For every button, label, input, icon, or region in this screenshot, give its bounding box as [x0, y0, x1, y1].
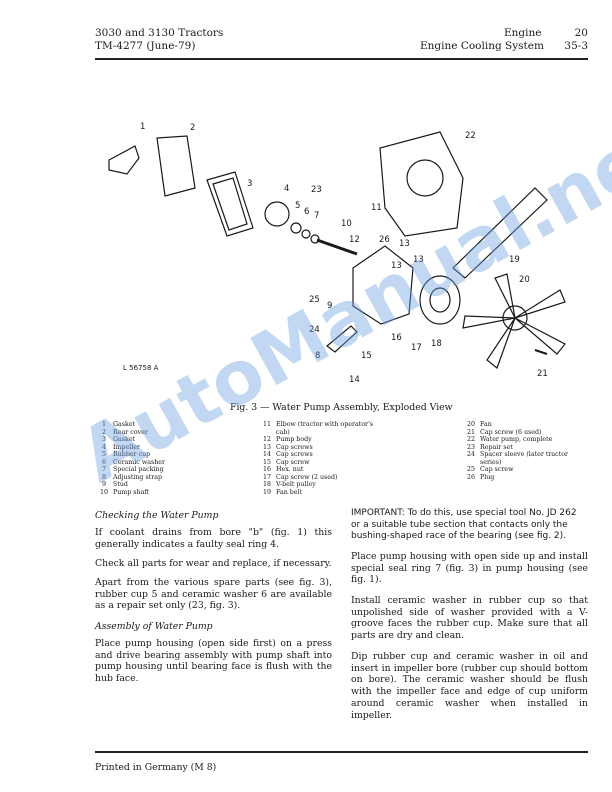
svg-text:5: 5: [295, 201, 300, 211]
body-paragraph: If coolant drains from bore "b" (fig. 1)…: [95, 527, 332, 550]
pump-shaft-part: [316, 238, 358, 256]
svg-text:9: 9: [327, 301, 332, 311]
page-number: 35-3: [564, 40, 588, 52]
water-pump-complete-part: [379, 131, 464, 237]
svg-text:2: 2: [190, 123, 195, 133]
fan-belt-part: [452, 187, 548, 279]
footer-rule: [95, 751, 588, 753]
figure-ref: L 56758 A: [123, 364, 159, 372]
header-right: Engine 20 Engine Cooling System 35-3: [420, 27, 588, 53]
svg-text:11: 11: [371, 203, 382, 213]
footer-print-note: Printed in Germany (M 8): [95, 762, 217, 773]
svg-text:14: 14: [349, 375, 360, 385]
water-pump-exploded-view: 1 2 3 4 5 6 7 23 10 11 12 26 13 13 13 19…: [108, 122, 566, 385]
figure-caption: Fig. 3 — Water Pump Assembly, Exploded V…: [230, 402, 453, 413]
subsection-name: Engine Cooling System: [420, 40, 544, 52]
svg-text:16: 16: [391, 333, 402, 343]
section-name: Engine: [504, 27, 542, 39]
body-paragraph: Apart from the various spare parts (see …: [95, 577, 332, 612]
body-paragraph: Place pump housing (open side first) on …: [95, 638, 332, 685]
svg-text:22: 22: [465, 131, 476, 141]
svg-text:24: 24: [309, 325, 320, 335]
svg-text:3: 3: [247, 179, 252, 189]
important-note: IMPORTANT: To do this, use special tool …: [351, 508, 577, 541]
section-number: 20: [574, 27, 588, 39]
svg-text:21: 21: [537, 369, 548, 379]
manual-number: TM-4277 (June-79): [95, 40, 196, 52]
svg-text:4: 4: [284, 184, 289, 194]
svg-text:1: 1: [140, 122, 145, 132]
svg-text:13: 13: [413, 255, 424, 265]
gasket-part: [206, 171, 254, 237]
svg-text:13: 13: [399, 239, 410, 249]
legend-item: cab): [276, 428, 290, 436]
svg-text:7: 7: [314, 211, 319, 221]
adjusting-strap-part: [326, 325, 358, 353]
svg-text:13: 13: [391, 261, 402, 271]
section-heading: Checking the Water Pump: [95, 510, 219, 521]
svg-text:6: 6: [304, 207, 309, 217]
svg-text:25: 25: [309, 295, 320, 305]
body-paragraph: Place pump housing with open side up and…: [351, 551, 588, 586]
impeller-part: [264, 201, 290, 227]
header-left: 3030 and 3130 Tractors TM-4277 (June-79): [95, 27, 223, 53]
svg-text:15: 15: [361, 351, 372, 361]
header-rule: [95, 58, 588, 60]
svg-text:19: 19: [509, 255, 520, 265]
rear-cover-part: [156, 135, 196, 197]
gasket-part: [108, 145, 140, 175]
svg-text:18: 18: [431, 339, 442, 349]
svg-text:20: 20: [519, 275, 530, 285]
body-paragraph: Dip rubber cup and ceramic washer in oil…: [351, 651, 588, 721]
v-belt-pulley-part: [419, 275, 461, 325]
svg-text:26: 26: [379, 235, 390, 245]
svg-text:8: 8: [315, 351, 320, 361]
legend-item: series): [480, 458, 502, 466]
manual-title: 3030 and 3130 Tractors: [95, 27, 224, 39]
svg-text:17: 17: [411, 343, 422, 353]
body-paragraph: Install ceramic washer in rubber cup so …: [351, 595, 588, 642]
svg-text:23: 23: [311, 185, 322, 195]
pump-body-part: [352, 245, 414, 325]
section-heading: Assembly of Water Pump: [95, 621, 213, 632]
svg-text:12: 12: [349, 235, 360, 245]
svg-text:10: 10: [341, 219, 352, 229]
fan-part: [462, 273, 566, 369]
body-paragraph: Check all parts for wear and replace, if…: [95, 558, 332, 569]
